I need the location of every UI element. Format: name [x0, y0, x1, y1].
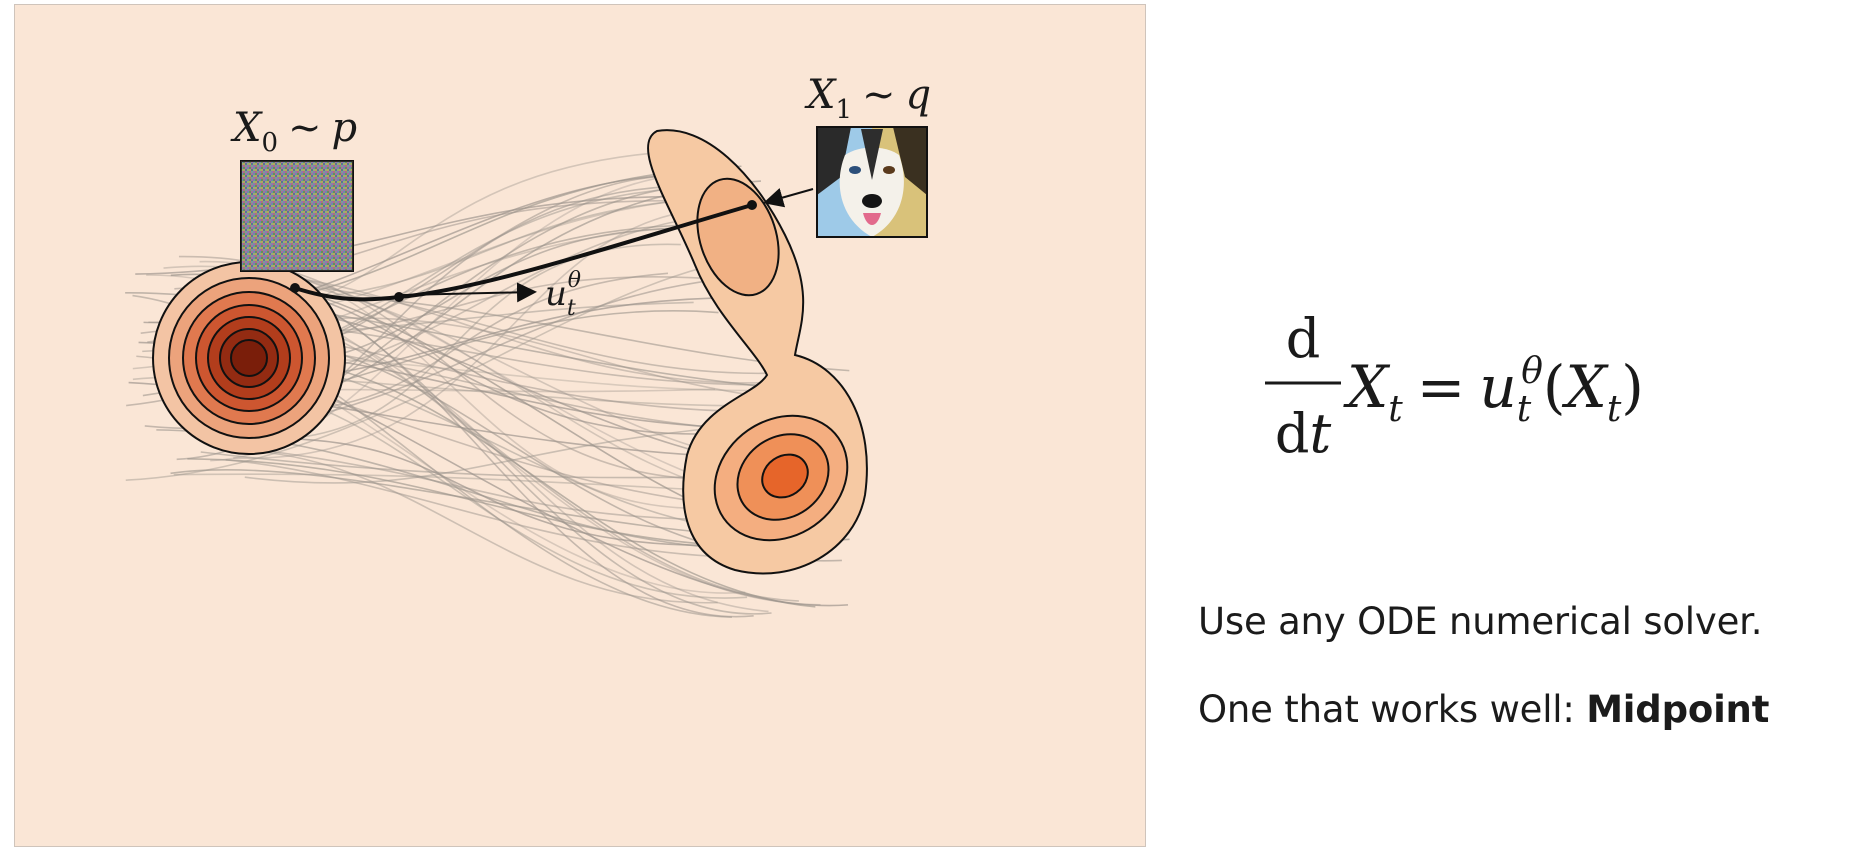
solver-text: Use any ODE numerical solver.: [1198, 600, 1763, 643]
trajectory-end-point: [747, 200, 757, 210]
diagram-panel: X0~p X1~q utθ: [14, 4, 1146, 847]
trajectory-line: [239, 437, 729, 547]
trajectory-line: [233, 206, 722, 459]
target-distribution: [647, 129, 868, 575]
recommendation-prefix: One that works well:: [1198, 688, 1587, 731]
source-distribution: [152, 261, 346, 455]
target-lower-core: [761, 453, 809, 499]
source-label: X0~p: [230, 105, 357, 158]
ode-equation: d dt Xt=utθ(Xt): [1265, 307, 1644, 465]
target-image-arrow: [763, 188, 814, 208]
velocity-arrow: [402, 282, 537, 303]
target-upper-inner-contour: [696, 177, 780, 297]
trajectory-line: [236, 446, 722, 521]
trajectory-mid-point: [394, 292, 404, 302]
recommendation-method: Midpoint: [1586, 688, 1770, 731]
trajectory-line: [244, 423, 758, 484]
equation-rhs: Xt=utθ(Xt): [1343, 351, 1644, 430]
noise-image: [240, 160, 354, 272]
equation-numerator: d: [1286, 307, 1321, 370]
ode-trajectory: [294, 203, 753, 302]
trajectory-line: [267, 317, 811, 404]
trajectory-start-point: [290, 283, 300, 293]
flow-diagram: X0~p X1~q utθ: [125, 72, 931, 618]
trajectory-line: [225, 459, 781, 559]
trajectory-line: [125, 252, 783, 481]
target-label: X1~q: [804, 72, 931, 125]
husky-dog-image: [816, 126, 928, 238]
equation-denominator: dt: [1275, 402, 1332, 465]
recommendation-text: One that works well: Midpoint: [1198, 688, 1769, 731]
trajectory-line: [237, 449, 718, 604]
source-core: [230, 339, 268, 377]
velocity-label: utθ: [545, 268, 581, 321]
